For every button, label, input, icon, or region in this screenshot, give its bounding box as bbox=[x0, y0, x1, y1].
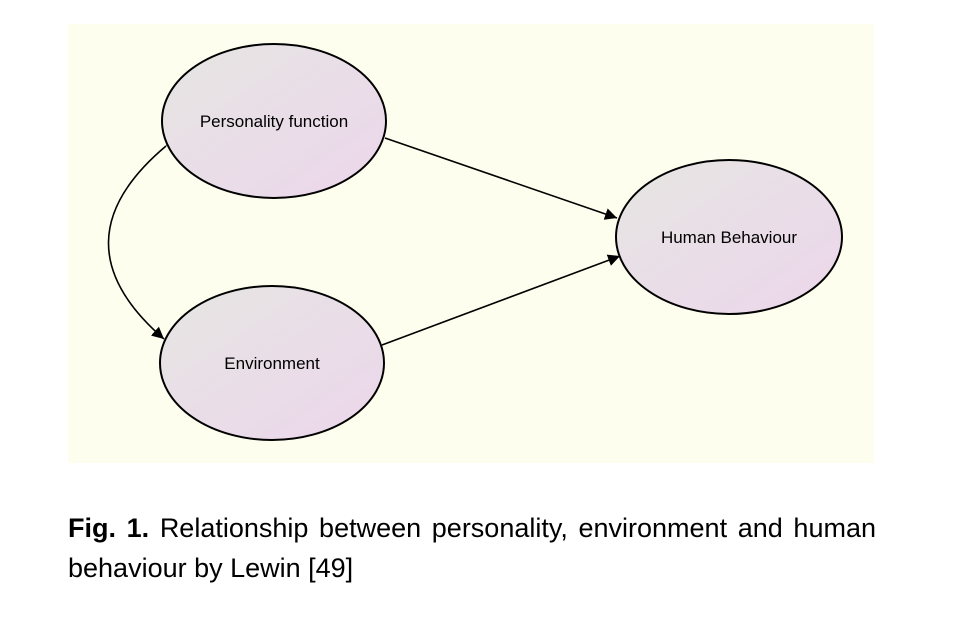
figure-caption: Fig. 1. Relationship between personality… bbox=[68, 508, 876, 588]
node-environment: Environment bbox=[159, 285, 385, 441]
figure-label: Fig. 1. bbox=[68, 513, 150, 543]
node-human-behaviour: Human Behaviour bbox=[615, 159, 843, 315]
node-label-environment: Environment bbox=[224, 354, 320, 373]
edge-personality-to-behaviour bbox=[384, 137, 618, 220]
edge-environment-to-behaviour bbox=[381, 254, 621, 346]
node-personality-function: Personality function bbox=[161, 43, 387, 199]
node-label-personality: Personality function bbox=[200, 112, 348, 131]
node-label-behaviour: Human Behaviour bbox=[661, 228, 797, 247]
edge-personality-environment-bidirectional bbox=[107, 133, 180, 340]
figure-caption-text: Relationship between personality, enviro… bbox=[68, 513, 876, 583]
